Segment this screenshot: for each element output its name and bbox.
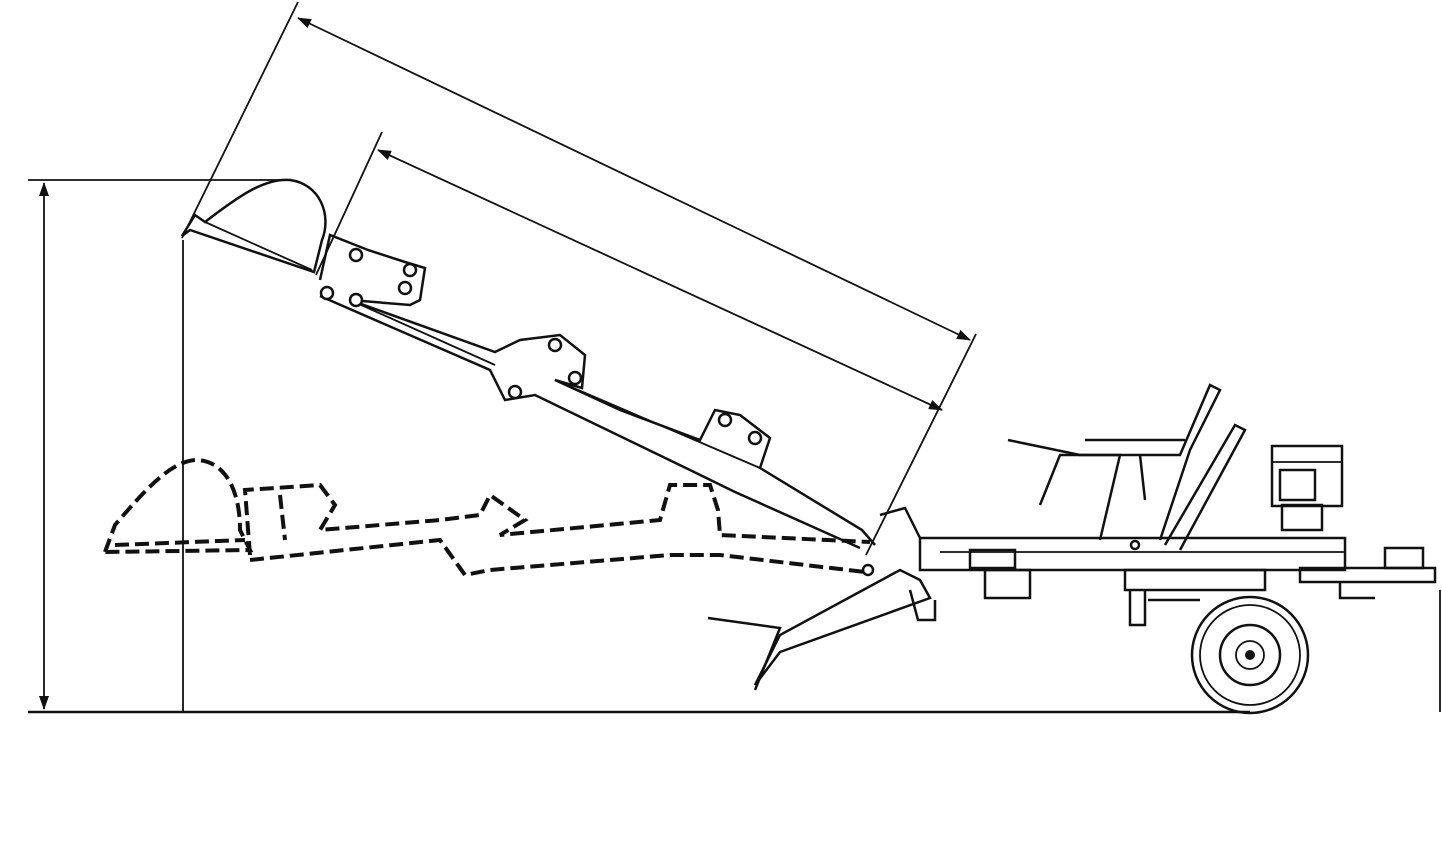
raised-bucket <box>180 178 327 274</box>
lowered-bucket <box>102 457 254 555</box>
wheel <box>1190 595 1310 715</box>
dimension-2450 <box>181 1 977 556</box>
hitch <box>1298 546 1441 712</box>
lowered-arm <box>242 482 871 578</box>
dimension-2700 <box>28 179 290 710</box>
raised-arm <box>318 233 876 550</box>
front-stabilizer <box>707 563 937 691</box>
axle <box>1123 568 1267 627</box>
tractor-body <box>879 383 1347 600</box>
engine <box>1270 444 1344 532</box>
